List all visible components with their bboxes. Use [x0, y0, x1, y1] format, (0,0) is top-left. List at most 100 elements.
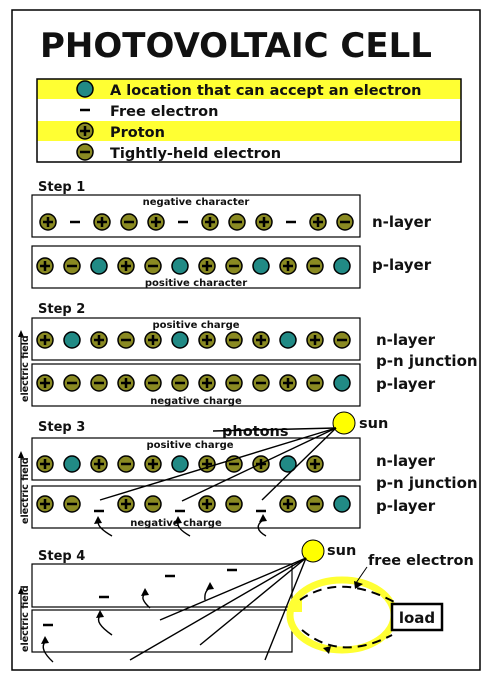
step-2-label: Step 2 — [38, 302, 85, 317]
step-3: Step 3 photons positive charge negative … — [18, 412, 478, 536]
held-electron-icon — [226, 496, 242, 512]
held-electron-icon — [118, 332, 134, 348]
legend-held-electron-icon — [77, 144, 93, 160]
step-3-n-caption: positive charge — [146, 440, 233, 451]
proton-icon — [199, 496, 215, 512]
step-1-p-label: p-layer — [372, 256, 432, 274]
proton-icon — [199, 258, 215, 274]
proton-icon — [307, 456, 323, 472]
held-electron-icon — [307, 375, 323, 391]
step-3-field-label: electric field — [20, 457, 31, 524]
proton-icon — [256, 214, 272, 230]
legend-proton-icon — [77, 123, 93, 139]
hole-icon — [64, 332, 80, 348]
held-electron-icon — [145, 496, 161, 512]
proton-icon — [37, 375, 53, 391]
held-electron-icon — [121, 214, 137, 230]
proton-icon — [118, 375, 134, 391]
step-1: Step 1 negative character n-layer positi… — [32, 180, 432, 289]
proton-icon — [37, 332, 53, 348]
hole-icon — [91, 258, 107, 274]
proton-icon — [91, 456, 107, 472]
legend-highlight-row-3 — [37, 121, 461, 141]
proton-icon — [94, 214, 110, 230]
legend-label-proton: Proton — [110, 125, 165, 141]
proton-icon — [307, 332, 323, 348]
proton-icon — [145, 456, 161, 472]
step-4-free-electron-label: free electron — [368, 553, 474, 569]
step-4-sun-label: sun — [327, 543, 356, 559]
step-1-n-label: n-layer — [372, 213, 432, 231]
held-electron-icon — [307, 496, 323, 512]
held-electron-icon — [226, 332, 242, 348]
legend-label-held: Tightly-held electron — [110, 146, 281, 162]
legend-symbols — [77, 81, 93, 160]
held-electron-icon — [145, 258, 161, 274]
step-1-n-caption: negative character — [143, 197, 250, 208]
legend-hole-icon — [77, 81, 93, 97]
held-electron-icon — [64, 375, 80, 391]
step-3-p-label: p-layer — [376, 497, 436, 515]
step-3-sun — [333, 412, 355, 434]
held-electron-icon — [334, 332, 350, 348]
hole-icon — [253, 258, 269, 274]
held-electron-icon — [118, 456, 134, 472]
held-electron-icon — [226, 375, 242, 391]
hole-icon — [172, 332, 188, 348]
step-1-label: Step 1 — [38, 180, 85, 195]
proton-icon — [280, 258, 296, 274]
held-electron-icon — [307, 258, 323, 274]
step-4-load-label: load — [399, 609, 435, 627]
step-1-p-caption: positive character — [145, 278, 247, 289]
legend: A location that can accept an electron F… — [37, 79, 461, 162]
step-2-p-label: p-layer — [376, 375, 436, 393]
step-2-p-caption: negative charge — [150, 396, 242, 407]
proton-icon — [118, 496, 134, 512]
legend-label-hole: A location that can accept an electron — [110, 83, 422, 99]
proton-icon — [37, 456, 53, 472]
hole-icon — [334, 496, 350, 512]
proton-icon — [280, 496, 296, 512]
held-electron-icon — [64, 258, 80, 274]
hole-icon — [172, 258, 188, 274]
held-electron-icon — [253, 375, 269, 391]
held-electron-icon — [91, 375, 107, 391]
proton-icon — [91, 332, 107, 348]
proton-icon — [310, 214, 326, 230]
held-electron-icon — [226, 258, 242, 274]
step-2-n-caption: positive charge — [152, 320, 239, 331]
hole-icon — [280, 332, 296, 348]
held-electron-icon — [229, 214, 245, 230]
proton-icon — [280, 375, 296, 391]
step-2-n-label: n-layer — [376, 331, 436, 349]
proton-icon — [40, 214, 56, 230]
step-4-p-box — [32, 610, 292, 652]
held-electron-icon — [337, 214, 353, 230]
page-title: PHOTOVOLTAIC CELL — [40, 26, 432, 66]
proton-icon — [199, 332, 215, 348]
hole-icon — [334, 258, 350, 274]
step-4-n-box — [32, 564, 292, 607]
held-electron-icon — [172, 375, 188, 391]
proton-icon — [37, 258, 53, 274]
step-2-field-label: electric field — [20, 335, 31, 402]
step-4: Step 4 load free electron sun electric f… — [18, 540, 474, 662]
step-4-field-label: electric field — [20, 585, 31, 652]
hole-icon — [64, 456, 80, 472]
step-3-junction-label: p-n junction — [376, 474, 478, 492]
step-3-n-label: n-layer — [376, 452, 436, 470]
proton-icon — [148, 214, 164, 230]
held-electron-icon — [145, 375, 161, 391]
step-2: Step 2 positive charge negative charge n… — [18, 302, 478, 407]
step-2-junction-label: p-n junction — [376, 352, 478, 370]
held-electron-icon — [64, 496, 80, 512]
proton-icon — [253, 332, 269, 348]
step-3-label: Step 3 — [38, 420, 85, 435]
proton-icon — [37, 496, 53, 512]
step-3-sun-label: sun — [359, 416, 388, 432]
proton-icon — [199, 375, 215, 391]
legend-label-free: Free electron — [110, 104, 218, 120]
proton-icon — [145, 332, 161, 348]
